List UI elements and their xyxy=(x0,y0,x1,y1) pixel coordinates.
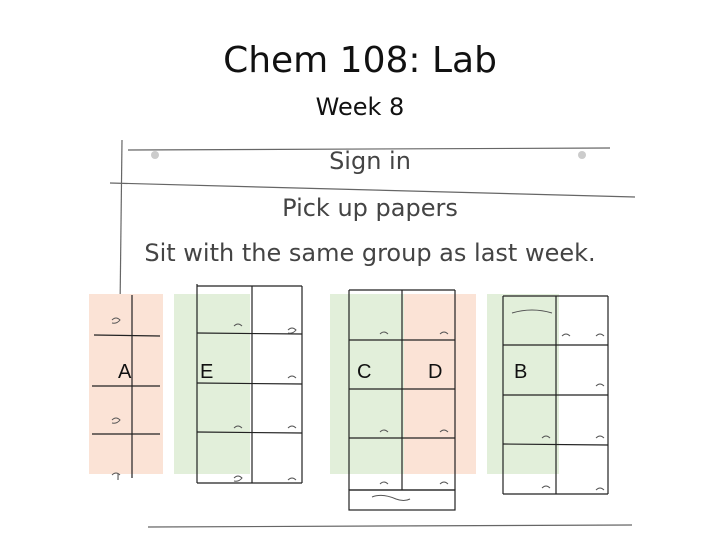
slide-title: Chem 108: Lab xyxy=(223,40,497,81)
group-label-d: D xyxy=(428,361,443,383)
group-e-zone xyxy=(174,294,250,474)
group-c-zone xyxy=(330,294,404,474)
slide-subtitle: Week 8 xyxy=(315,93,405,121)
group-a-zone xyxy=(89,294,163,474)
group-b-zone xyxy=(487,294,559,474)
group-d-zone xyxy=(404,294,476,474)
instruction-pick-up-papers: Pick up papers xyxy=(282,194,458,222)
group-label-a: A xyxy=(118,361,132,383)
instruction-same-group: Sit with the same group as last week. xyxy=(144,239,596,267)
group-label-c: C xyxy=(357,361,372,383)
instruction-sign-in: Sign in xyxy=(329,147,411,175)
group-label-e: E xyxy=(200,361,214,383)
group-label-b: B xyxy=(514,361,528,383)
